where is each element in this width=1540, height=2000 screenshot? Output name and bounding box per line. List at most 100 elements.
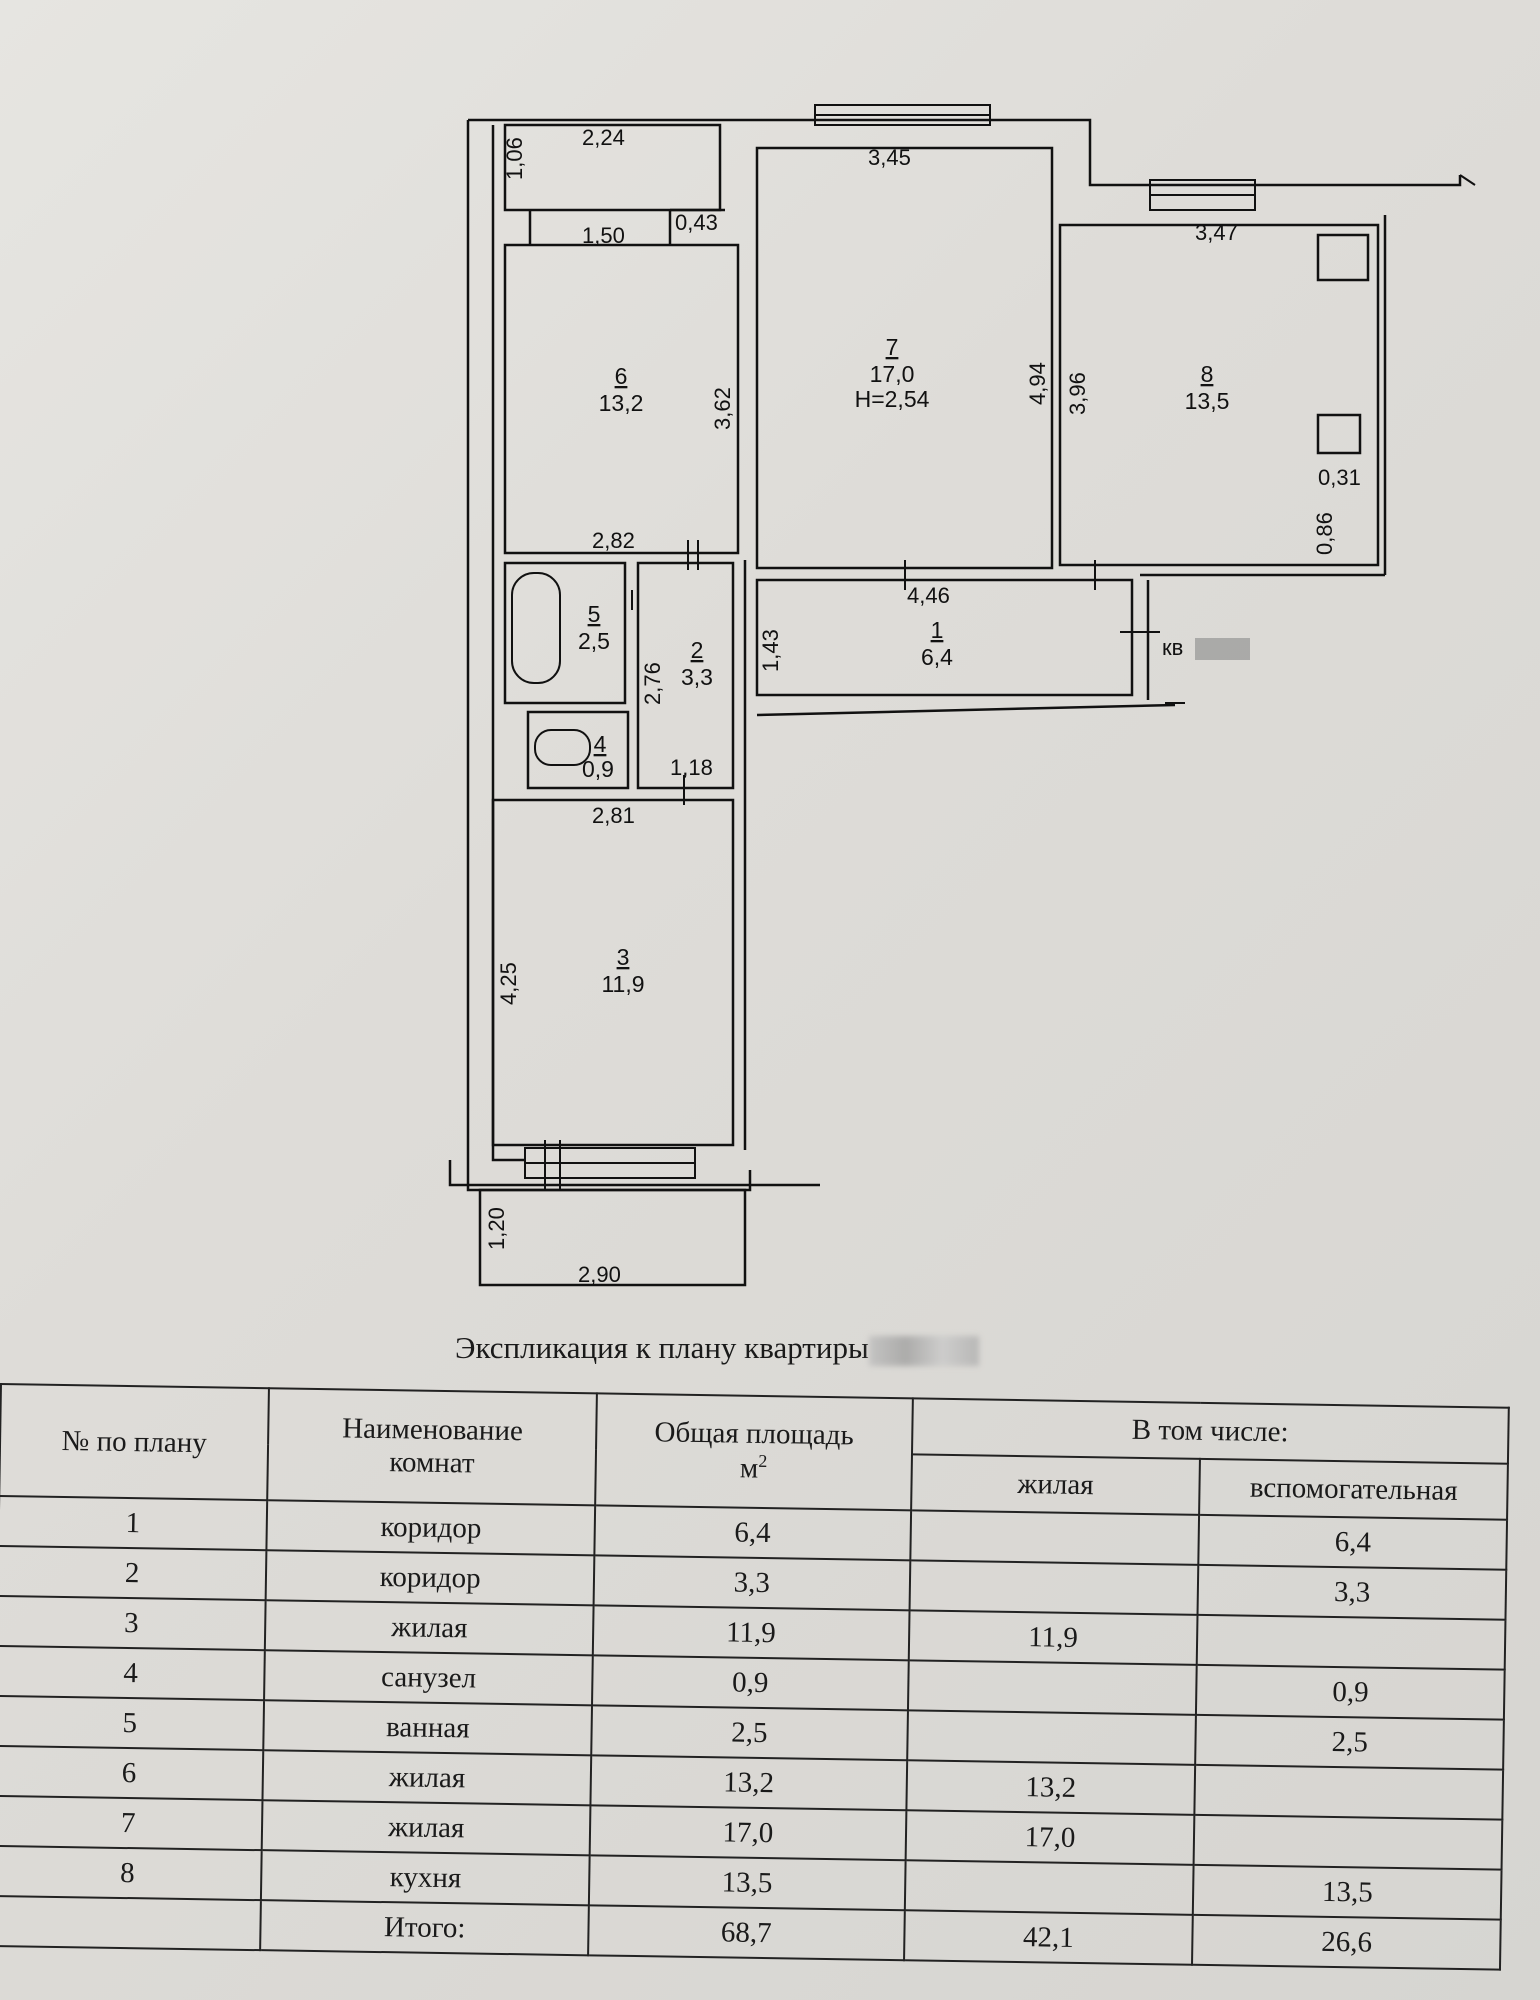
cell-living bbox=[909, 1560, 1199, 1615]
cell-aux: 6,4 bbox=[1198, 1514, 1508, 1570]
room-label-2: 2 3,3 bbox=[681, 637, 713, 690]
header-no: № по плану bbox=[0, 1384, 270, 1501]
total-cell-empty bbox=[0, 1895, 262, 1951]
svg-text:3: 3 bbox=[617, 944, 630, 970]
cell-name: ванная bbox=[263, 1700, 593, 1756]
dim-0-43: 0,43 bbox=[675, 210, 718, 235]
dim-2-81: 2,81 bbox=[592, 803, 635, 828]
bathtub-icon bbox=[511, 572, 561, 684]
dim-2-76: 2,76 bbox=[640, 662, 665, 705]
dim-0-86: 0,86 bbox=[1312, 512, 1337, 555]
cell-area: 17,0 bbox=[589, 1805, 906, 1861]
floor-plan: 2,24 1,06 3,45 1,50 0,43 3,47 3,62 4,94 … bbox=[448, 104, 1476, 1287]
cell-name: коридор bbox=[266, 1500, 596, 1556]
svg-text:0,9: 0,9 bbox=[582, 756, 614, 782]
entrance-label: кв bbox=[1162, 635, 1183, 660]
cell-aux bbox=[1197, 1614, 1506, 1670]
svg-text:8: 8 bbox=[1201, 361, 1214, 387]
room-label-1: 1 6,4 bbox=[921, 617, 953, 670]
svg-text:13,5: 13,5 bbox=[1185, 388, 1230, 414]
cell-living: 13,2 bbox=[905, 1760, 1196, 1815]
cell-living: 11,9 bbox=[908, 1610, 1198, 1665]
cell-area: 13,5 bbox=[589, 1855, 906, 1911]
svg-text:11,9: 11,9 bbox=[601, 971, 644, 997]
svg-text:7: 7 bbox=[886, 334, 899, 360]
room-label-8: 8 13,5 bbox=[1185, 361, 1230, 414]
cell-name: жилая bbox=[262, 1750, 592, 1806]
total-cell-living: 42,1 bbox=[903, 1910, 1194, 1965]
header-living: жилая bbox=[910, 1454, 1201, 1515]
cell-area: 2,5 bbox=[591, 1705, 908, 1761]
room-label-4: 4 0,9 bbox=[582, 731, 614, 782]
cell-name: жилая bbox=[261, 1800, 591, 1856]
svg-text:13,2: 13,2 bbox=[599, 390, 644, 416]
cell-no: 5 bbox=[0, 1695, 265, 1751]
room-label-5: 5 2,5 bbox=[578, 601, 610, 654]
cell-no: 6 bbox=[0, 1745, 264, 1801]
cell-living bbox=[907, 1660, 1198, 1715]
svg-text:2,5: 2,5 bbox=[578, 628, 610, 654]
cell-area: 0,9 bbox=[592, 1655, 909, 1711]
total-cell-area: 68,7 bbox=[588, 1905, 905, 1961]
dim-1-18: 1,18 bbox=[670, 755, 713, 780]
cell-aux: 0,9 bbox=[1196, 1664, 1505, 1720]
cell-area: 3,3 bbox=[593, 1555, 910, 1611]
dim-3-62: 3,62 bbox=[710, 387, 735, 430]
cell-no: 3 bbox=[0, 1595, 266, 1651]
svg-text:17,0: 17,0 bbox=[870, 361, 915, 387]
cell-aux bbox=[1194, 1814, 1503, 1870]
plan-windows bbox=[524, 104, 1256, 1190]
dim-2-82: 2,82 bbox=[592, 528, 635, 553]
dim-4-94: 4,94 bbox=[1025, 362, 1050, 405]
dim-2-24: 2,24 bbox=[582, 125, 625, 150]
svg-text:5: 5 bbox=[588, 601, 601, 627]
cell-name: коридор bbox=[265, 1550, 595, 1606]
cell-no: 2 bbox=[0, 1545, 267, 1601]
cell-area: 11,9 bbox=[592, 1605, 910, 1661]
cell-aux: 2,5 bbox=[1195, 1714, 1504, 1770]
cell-name: жилая bbox=[265, 1600, 594, 1656]
cell-living: 17,0 bbox=[905, 1810, 1195, 1865]
header-including: В том числе: bbox=[911, 1398, 1509, 1464]
cell-aux: 3,3 bbox=[1197, 1564, 1507, 1620]
toilet-icon bbox=[534, 729, 591, 766]
cell-living bbox=[904, 1860, 1195, 1915]
room-label-6: 6 13,2 bbox=[599, 363, 644, 416]
dim-0-31: 0,31 bbox=[1318, 465, 1361, 490]
redaction-block bbox=[1195, 638, 1250, 660]
cell-aux bbox=[1194, 1764, 1504, 1820]
header-aux: вспомогательная bbox=[1199, 1458, 1508, 1520]
dim-3-45: 3,45 bbox=[868, 145, 911, 170]
cell-no: 1 bbox=[0, 1496, 268, 1551]
cell-name: санузел bbox=[264, 1650, 593, 1706]
cell-aux: 13,5 bbox=[1193, 1864, 1502, 1920]
dim-2-90: 2,90 bbox=[578, 1262, 621, 1287]
cell-no: 7 bbox=[0, 1795, 263, 1851]
dim-1-20: 1,20 bbox=[484, 1207, 509, 1250]
svg-text:1: 1 bbox=[931, 617, 944, 643]
svg-text:6: 6 bbox=[615, 363, 628, 389]
redaction-block bbox=[868, 1335, 979, 1366]
cell-living bbox=[906, 1710, 1197, 1765]
cell-name: кухня bbox=[261, 1850, 590, 1906]
cell-living bbox=[909, 1510, 1200, 1565]
room-label-3: 3 11,9 bbox=[601, 944, 644, 997]
room-label-7: 7 17,0 H=2,54 bbox=[855, 334, 930, 412]
cell-no: 8 bbox=[0, 1845, 262, 1901]
svg-text:H=2,54: H=2,54 bbox=[855, 386, 930, 412]
dim-1-50: 1,50 bbox=[582, 223, 625, 248]
svg-text:6,4: 6,4 bbox=[921, 644, 953, 670]
explication-caption: Экспликация к плану квартиры bbox=[455, 1330, 979, 1366]
dim-3-96: 3,96 bbox=[1065, 372, 1090, 415]
plan-doors bbox=[631, 174, 1476, 805]
header-name: Наименование комнат bbox=[267, 1388, 598, 1506]
dim-4-46: 4,46 bbox=[907, 583, 950, 608]
svg-text:3,3: 3,3 bbox=[681, 664, 713, 690]
header-area: Общая площадь м2 bbox=[595, 1393, 913, 1511]
cell-area: 6,4 bbox=[594, 1505, 911, 1561]
total-cell-aux: 26,6 bbox=[1192, 1914, 1501, 1970]
dim-1-43: 1,43 bbox=[758, 629, 783, 672]
plan-walls bbox=[448, 118, 1462, 1287]
